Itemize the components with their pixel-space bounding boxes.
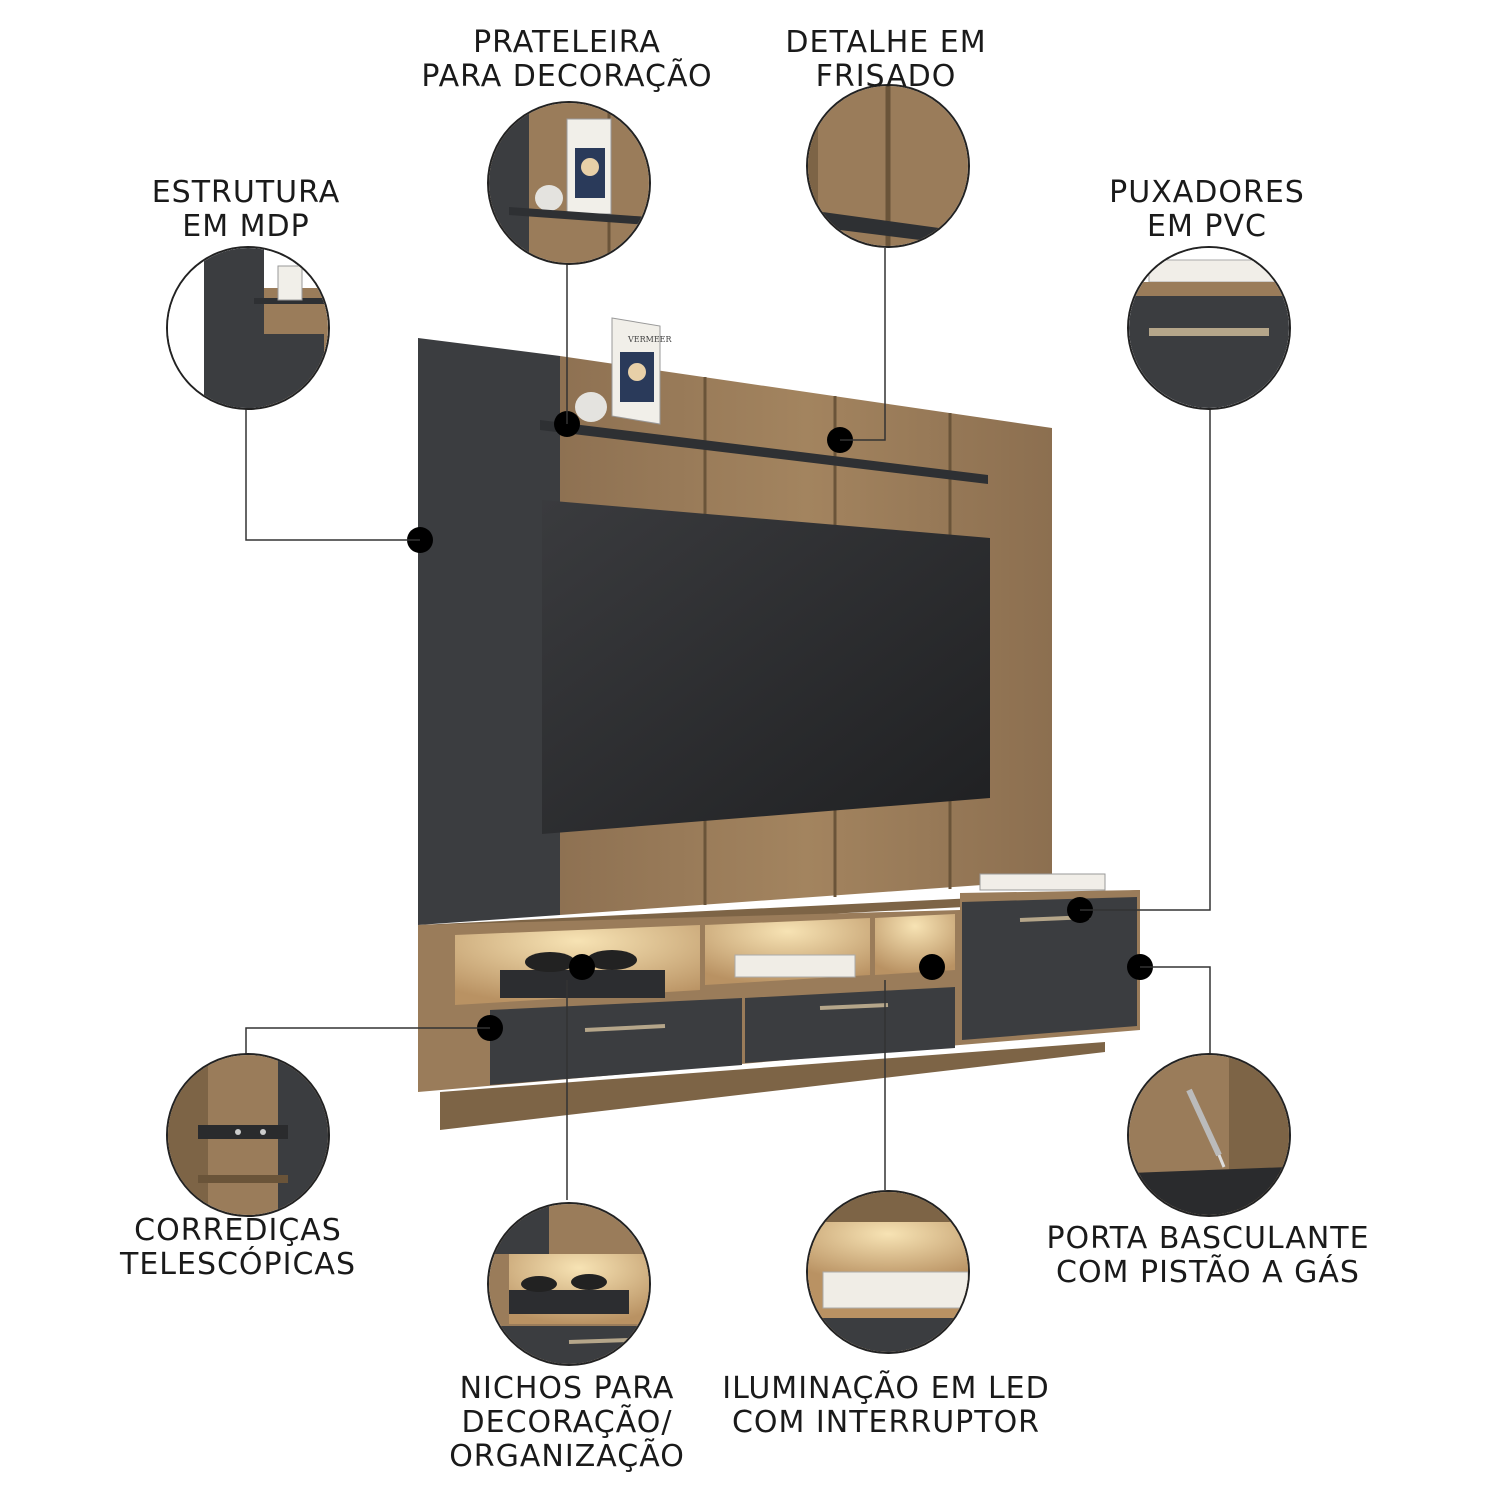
label-corredicas: CORREDIÇAS TELESCÓPICAS — [119, 1213, 357, 1282]
detail-puxadores — [1127, 246, 1291, 410]
side-panel — [418, 338, 560, 925]
drawer-left — [490, 998, 742, 1085]
detail-estrutura — [166, 246, 330, 410]
flip-door — [962, 897, 1137, 1040]
detail-frisado — [806, 84, 970, 248]
drawer-center — [745, 987, 955, 1063]
rack-plinth — [440, 1042, 1105, 1130]
detail-corredicas — [166, 1053, 330, 1217]
label-nichos: NICHOS PARA DECORAÇÃO/ ORGANIZAÇÃO — [449, 1371, 685, 1474]
detail-nichos — [487, 1202, 651, 1366]
book-title: VERMEER — [627, 335, 673, 344]
label-puxadores: PUXADORES EM PVC — [1109, 175, 1305, 244]
label-detalhe: DETALHE EM FRISADO — [785, 25, 987, 94]
label-iluminacao: ILUMINAÇÃO EM LED COM INTERRUPTOR — [722, 1371, 1050, 1440]
detail-prateleira — [487, 101, 651, 265]
label-prateleira: PRATELEIRA PARA DECORAÇÃO — [421, 25, 713, 94]
decor-vase — [575, 392, 607, 422]
detail-iluminacao — [806, 1190, 970, 1354]
detail-porta-basculante — [1127, 1053, 1291, 1217]
decor-shelf — [540, 420, 988, 484]
tv-screen — [542, 500, 990, 834]
label-estrutura: ESTRUTURA EM MDP — [151, 175, 341, 244]
label-porta: PORTA BASCULANTE COM PISTÃO A GÁS — [1046, 1221, 1370, 1290]
